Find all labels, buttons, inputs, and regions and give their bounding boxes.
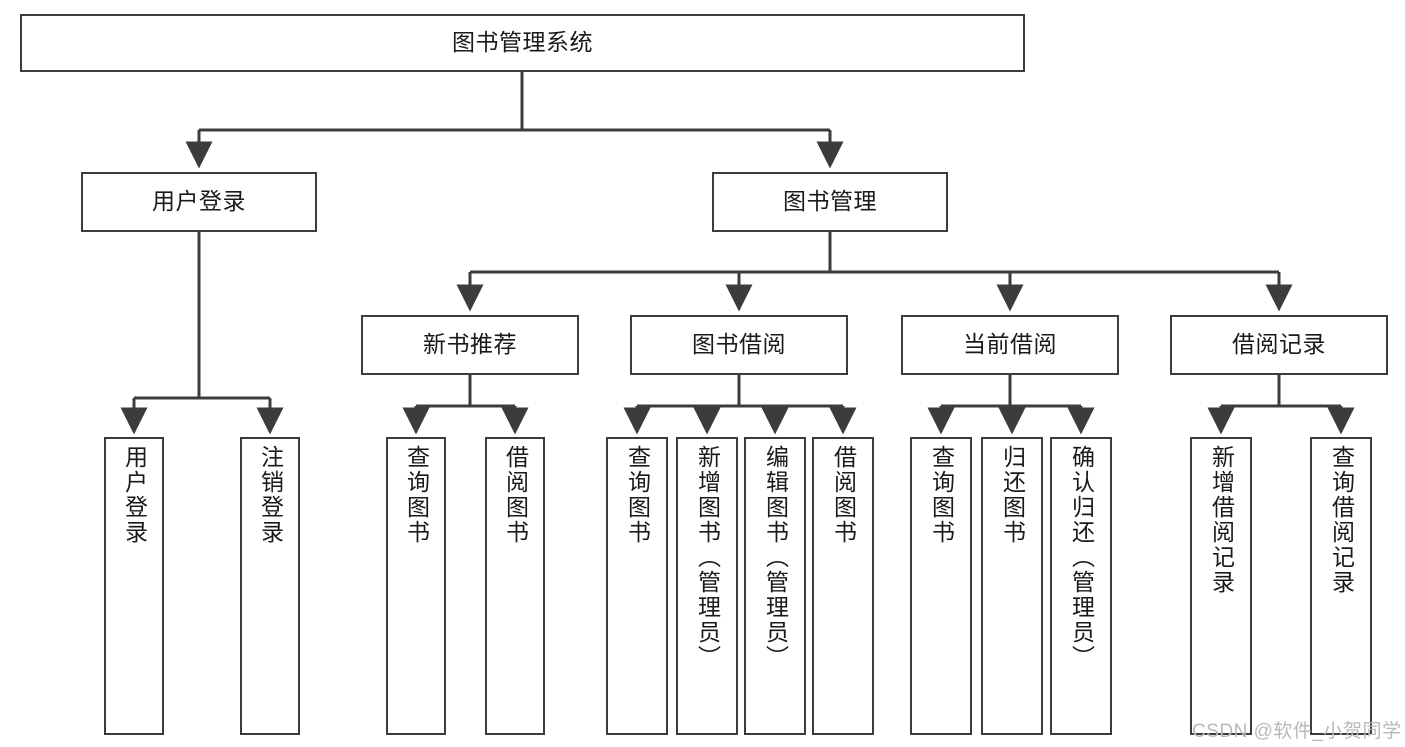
node-label: 新增图书（管理员）	[694, 445, 721, 670]
node-user-login[interactable]: 用户登录	[81, 172, 317, 232]
node-label: 借阅记录	[1232, 331, 1326, 358]
node-book-borrow[interactable]: 图书借阅	[630, 315, 848, 375]
node-root-system[interactable]: 图书管理系统	[20, 14, 1025, 72]
node-label: 图书借阅	[692, 331, 786, 358]
node-new-book-recommend[interactable]: 新书推荐	[361, 315, 579, 375]
leaf-node[interactable]: 用户登录	[104, 437, 164, 735]
node-label: 图书管理系统	[452, 29, 593, 56]
node-label: 注销登录	[257, 445, 284, 545]
node-label: 新书推荐	[423, 331, 517, 358]
node-label: 用户登录	[152, 188, 246, 215]
node-label: 借阅图书	[830, 445, 857, 545]
node-label: 查询图书	[403, 445, 430, 545]
leaf-node[interactable]: 查询图书	[606, 437, 668, 735]
leaf-node[interactable]: 编辑图书（管理员）	[744, 437, 806, 735]
leaf-node[interactable]: 查询图书	[386, 437, 446, 735]
leaf-node[interactable]: 新增图书（管理员）	[676, 437, 738, 735]
node-label: 编辑图书（管理员）	[762, 445, 789, 670]
csdn-watermark: CSDN @软件_小贺同学	[1192, 721, 1402, 742]
node-label: 归还图书	[999, 445, 1026, 545]
node-current-borrow[interactable]: 当前借阅	[901, 315, 1119, 375]
node-label: 新增借阅记录	[1208, 445, 1235, 595]
node-label: 用户登录	[121, 445, 148, 545]
node-label: 当前借阅	[963, 331, 1057, 358]
node-label: 确认归还（管理员）	[1068, 445, 1095, 670]
leaf-node[interactable]: 查询借阅记录	[1310, 437, 1372, 735]
node-label: 查询借阅记录	[1328, 445, 1355, 595]
leaf-node[interactable]: 注销登录	[240, 437, 300, 735]
leaf-node[interactable]: 借阅图书	[485, 437, 545, 735]
leaf-node[interactable]: 确认归还（管理员）	[1050, 437, 1112, 735]
leaf-node[interactable]: 查询图书	[910, 437, 972, 735]
node-label: 查询图书	[624, 445, 651, 545]
node-label: 借阅图书	[502, 445, 529, 545]
node-label: 图书管理	[783, 188, 877, 215]
leaf-node[interactable]: 新增借阅记录	[1190, 437, 1252, 735]
leaf-node[interactable]: 归还图书	[981, 437, 1043, 735]
leaf-node[interactable]: 借阅图书	[812, 437, 874, 735]
node-borrow-record[interactable]: 借阅记录	[1170, 315, 1388, 375]
node-label: 查询图书	[928, 445, 955, 545]
node-book-management[interactable]: 图书管理	[712, 172, 948, 232]
